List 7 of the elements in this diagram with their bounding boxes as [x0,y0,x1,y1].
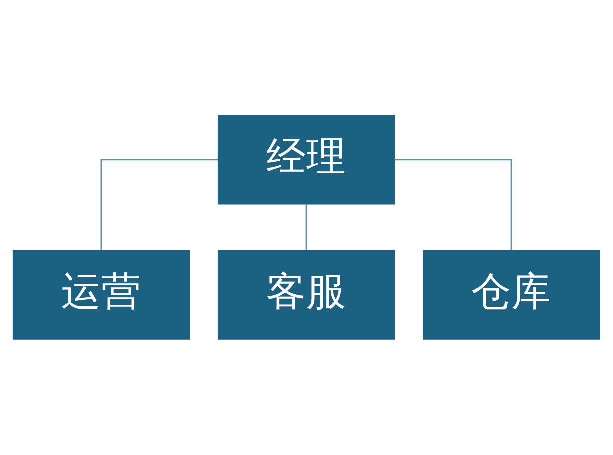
node-box: 经理 [218,115,396,205]
connector [306,204,308,250]
node-box: 客服 [218,250,396,340]
node-box: 运营 [12,250,190,340]
connector [394,159,512,250]
node-box: 仓库 [423,250,600,340]
connector [100,159,218,250]
